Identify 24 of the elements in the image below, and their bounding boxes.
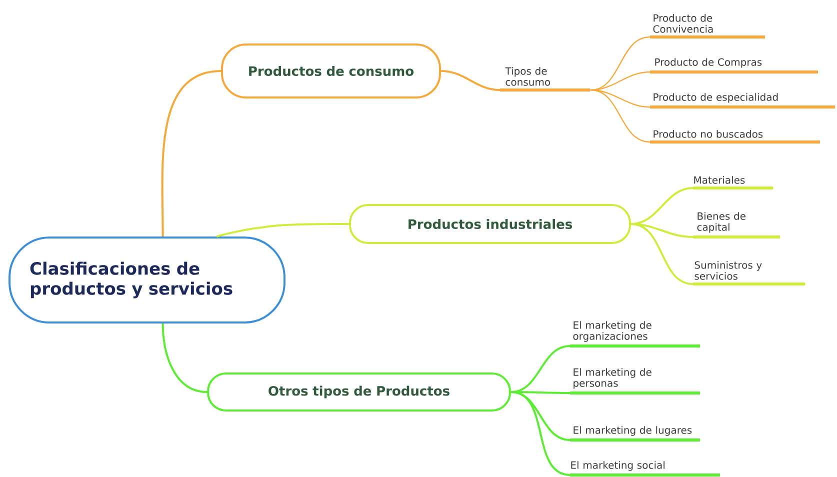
subtopic: El marketing de personas [570,368,700,394]
branch-line [216,223,349,238]
topic-box: Productos industriales [349,204,631,244]
branch-line [590,89,650,143]
topic-box: Productos de consumo [221,44,441,98]
subtopic: Materiales [693,176,773,190]
subtopic: Suministros y servicios [693,261,805,286]
subtopic: Producto de Convivencia [650,14,765,38]
branch-line [630,223,694,285]
topic-box: Otros tipos de Productos [207,372,511,412]
subtopic: El marketing de lugares [570,426,700,442]
subtopic: El marketing social [570,461,720,476]
subtopic: Producto no buscados [650,130,820,144]
branch-line [440,70,500,91]
branch-line [590,36,650,91]
branch-line [162,323,208,393]
subtopic: Producto de Compras [650,58,818,74]
subtopic: Tipos de consumo [500,67,590,92]
branch-line [161,70,222,237]
branch-line [510,391,570,476]
subtopic: El marketing de organizaciones [570,321,700,348]
subtopic: Producto de especialidad [650,93,835,108]
subtopic: Bienes de capital [693,212,780,238]
topic-box: Clasificaciones de productos y servicios [8,236,286,324]
